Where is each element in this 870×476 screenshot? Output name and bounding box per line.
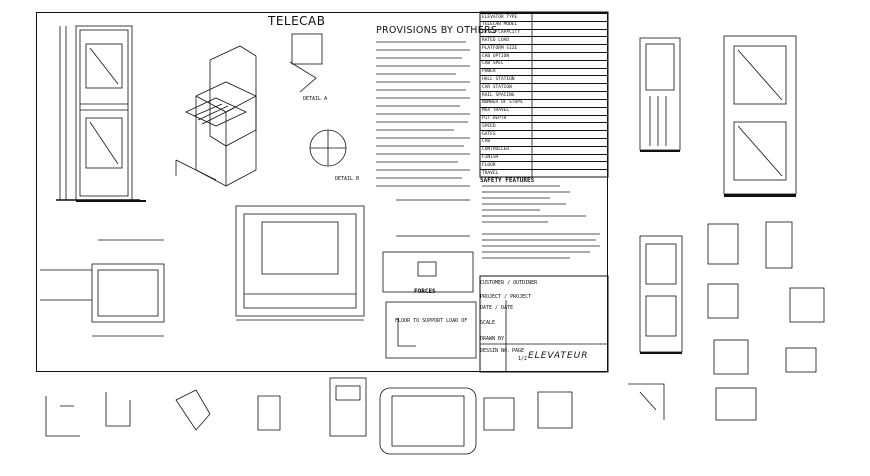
title-block-label: TELECAB MODEL [482, 22, 518, 28]
title-block-row [480, 145, 608, 147]
title-block-row [480, 169, 608, 171]
drawing-sheet [36, 12, 608, 372]
plan-caption: FLOOR TO SUPPORT LOAD OF [395, 318, 468, 324]
safety-title: SAFETY FEATURES [480, 177, 535, 184]
detail-a-label: DETAIL A [303, 96, 328, 102]
date-label: DATE / DATE [480, 305, 514, 311]
sheet-value: 1/2 [518, 356, 528, 362]
title-block-label: CONTROLLER [482, 147, 510, 153]
plan-view-left [91, 263, 165, 323]
title-block-row [480, 83, 608, 85]
title-block-label: MAX TRAVEL [482, 108, 510, 114]
title-block-row [480, 91, 608, 93]
title-block-row [480, 114, 608, 116]
title-block-label: CAB [482, 139, 491, 145]
title-block-label: GATES [482, 131, 496, 137]
title-block-label: RAIL SPACING [482, 92, 515, 98]
customer-label: CUSTOMER / OUTDINER [480, 280, 538, 286]
title-block-row [480, 67, 608, 69]
title-block-label: RATED CAPACITY [482, 30, 520, 36]
title-block-row [480, 13, 608, 14]
title-block-label: NUMBER OF STOPS [482, 100, 523, 106]
right-elevation-2 [723, 35, 797, 195]
provisions-title: PROVISIONS BY OTHERS [376, 25, 498, 36]
title-block-label: CAB SPEC [482, 61, 504, 67]
title-block-row [480, 75, 608, 77]
brand-name: ELEVATEUR [528, 351, 589, 361]
title-block-row [480, 130, 608, 132]
title-block-label: PLATFORM SIZE [482, 45, 518, 51]
title-block-row [480, 106, 608, 108]
title-block-label: FINISH [482, 155, 499, 161]
hoistway-elevation [75, 25, 133, 201]
detail-b-label: DETAIL B [335, 176, 360, 182]
title-block-row [480, 153, 608, 155]
project-label: PROJECT / PROJECT [480, 294, 532, 300]
scale-label: SCALE [480, 320, 496, 326]
title-block-row [480, 98, 608, 100]
forces-label: FORCES [414, 288, 436, 295]
title-block-row [480, 161, 608, 163]
title-block-label: CAR STATION [482, 84, 512, 90]
title-block-label: ELEVATOR TYPE [482, 14, 518, 20]
title-block-row [480, 59, 608, 61]
plan-view-center [235, 205, 365, 317]
title-block-row [480, 28, 608, 30]
title-block-label: CAB OPTION [482, 53, 510, 59]
title-block-label: RATED LOAD [482, 37, 510, 43]
title-block-label: PIT DEPTH [482, 116, 507, 122]
drawn-label: DRAWN BY [480, 336, 505, 342]
revision-label: DESSIN NO. [480, 348, 511, 354]
sheet-label: PAGE [512, 348, 525, 354]
title-block-label: HALL STATION [482, 76, 515, 82]
title-block-row [480, 52, 608, 54]
title-block-label: FLOOR [482, 162, 496, 168]
title-block-label: TRAVEL [482, 170, 499, 176]
title-block-row [480, 36, 608, 38]
title-block-row [480, 44, 608, 46]
title-block-row [480, 20, 608, 22]
title-block-label: SPEED [482, 123, 496, 129]
title-block-row [480, 137, 608, 139]
title-block-label: POWER [482, 69, 496, 75]
title-block-row [480, 122, 608, 124]
drawing-title: TELECAB [268, 14, 326, 28]
